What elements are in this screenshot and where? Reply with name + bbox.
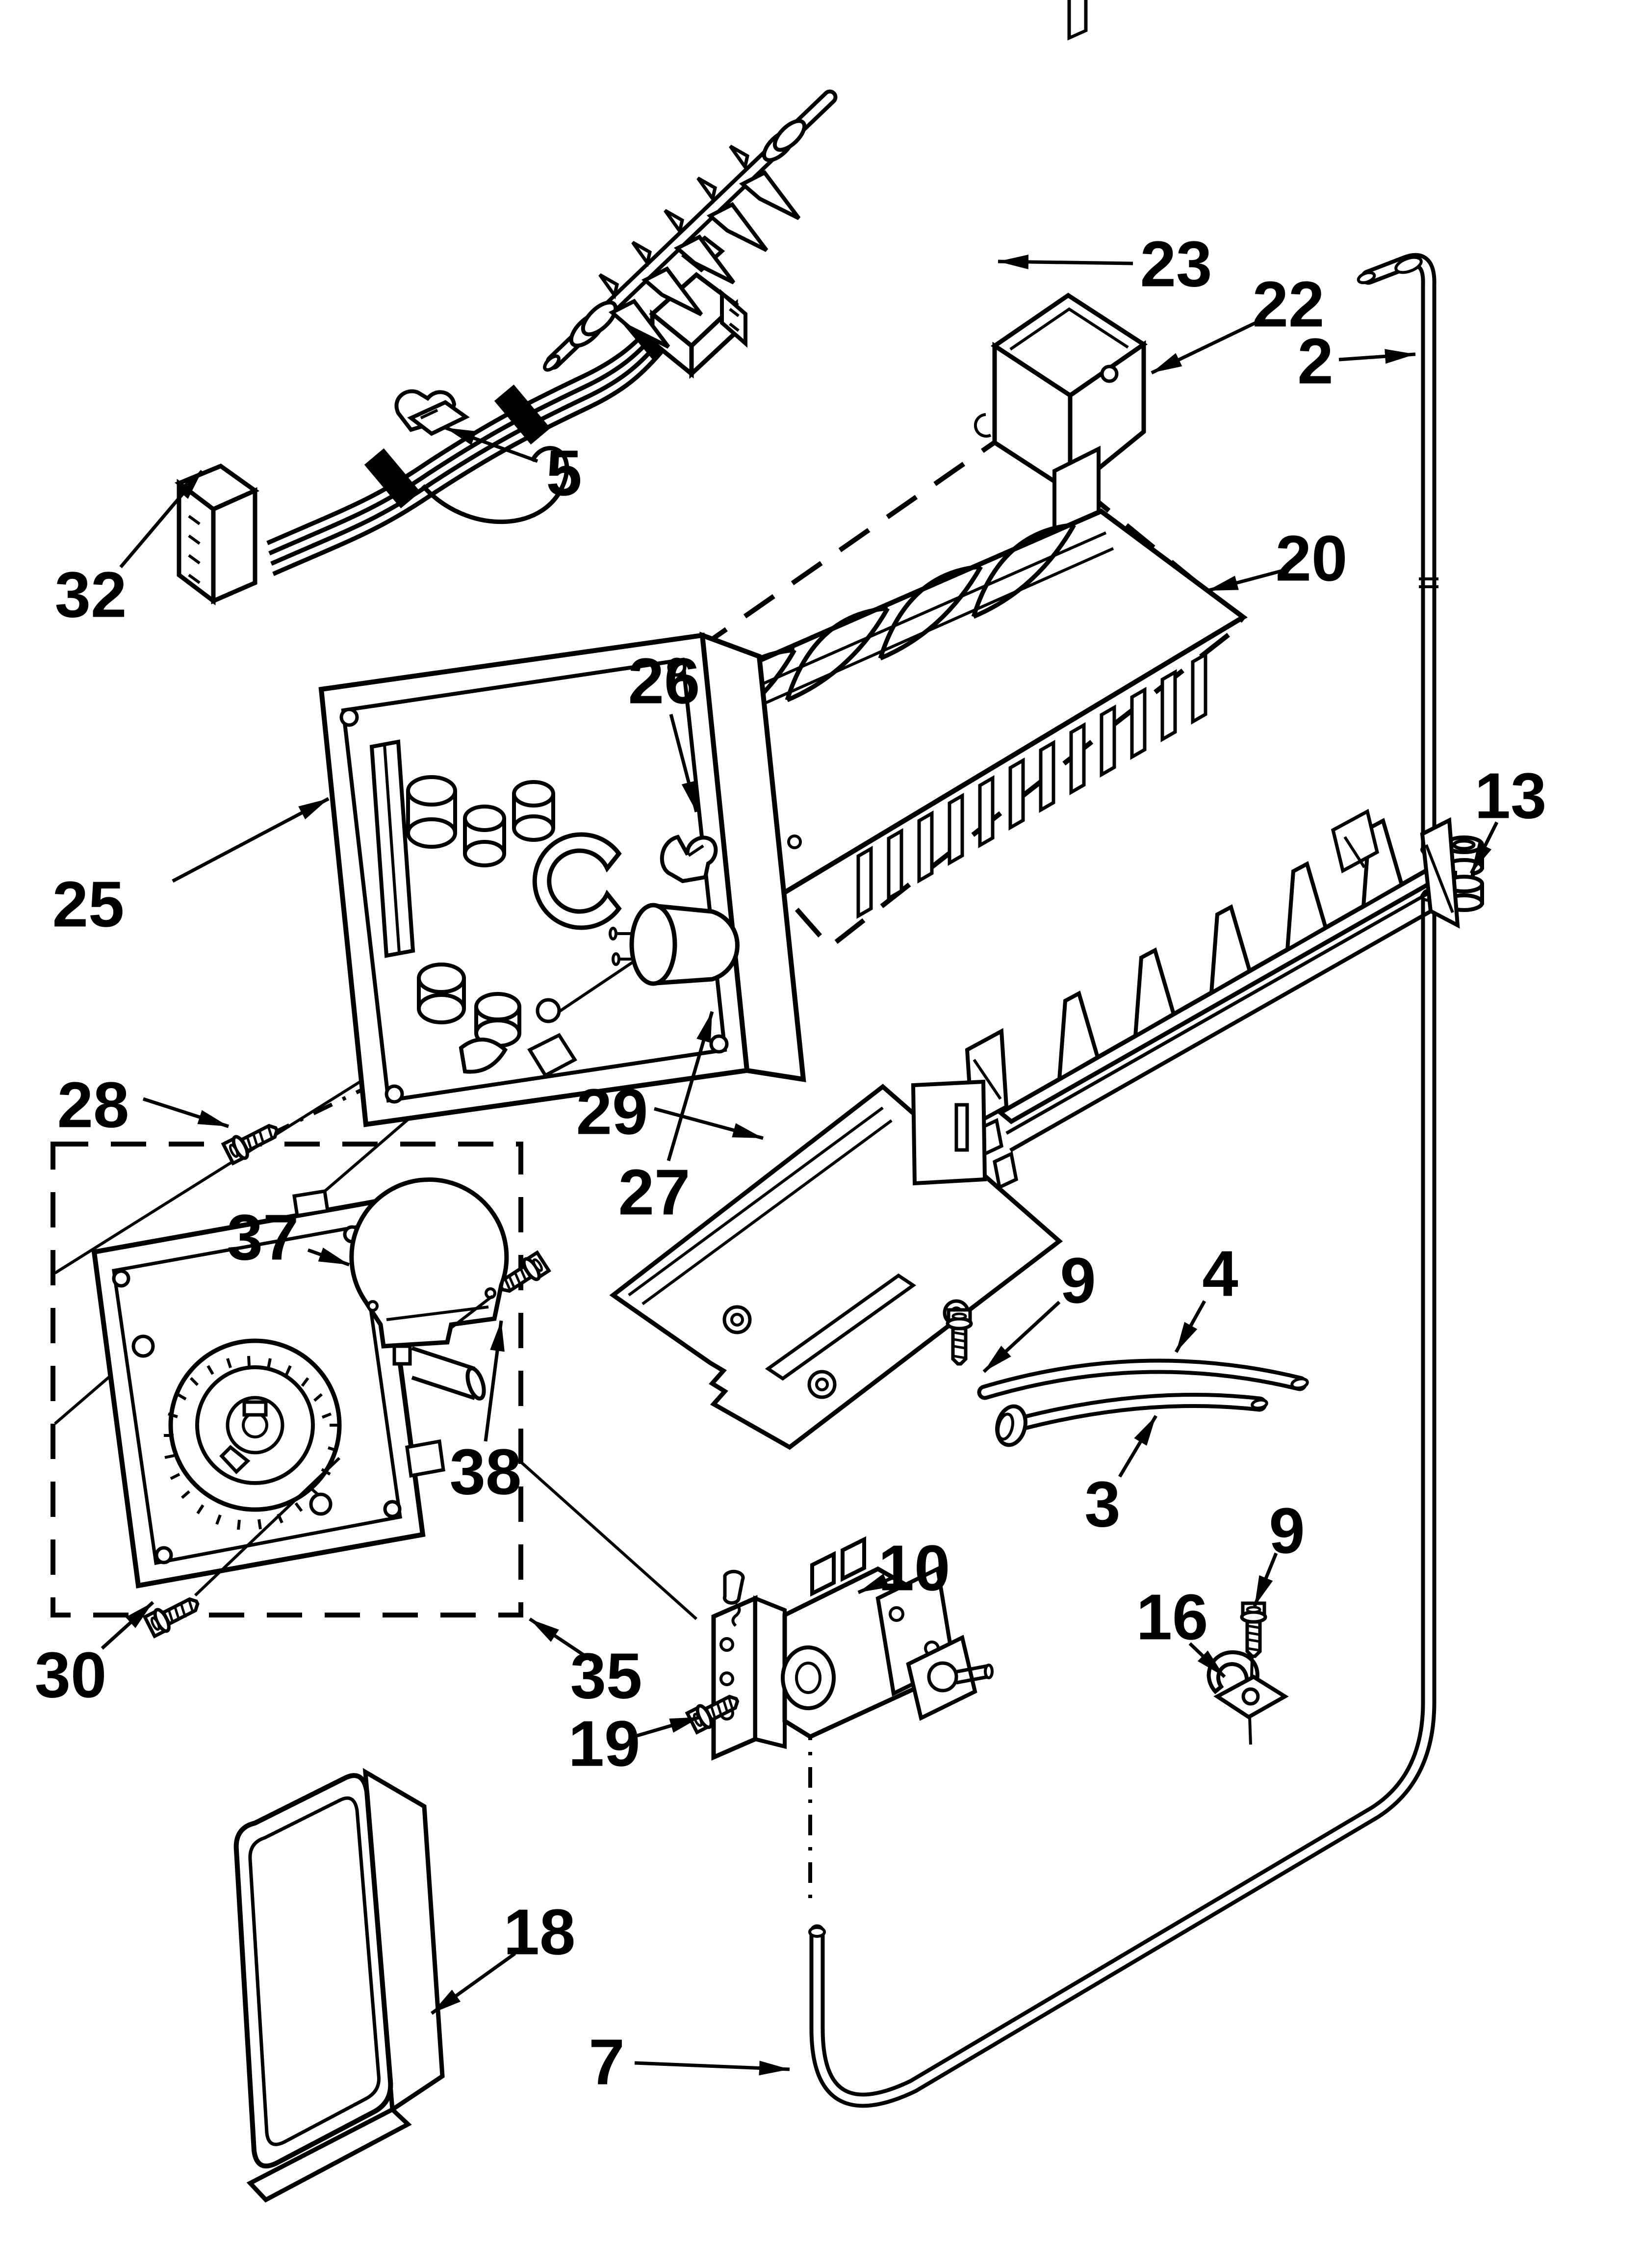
part-number-7: 7 (589, 2026, 624, 2098)
part-number-10: 10 (878, 1532, 950, 1604)
part-number-35: 35 (570, 1640, 642, 1712)
part-number-19: 19 (568, 1708, 641, 1780)
callout-7: 7 (589, 2026, 790, 2098)
callout-26: 26 (628, 645, 700, 812)
callout-arrow-4 (1174, 1300, 1206, 1353)
part-number-9b: 9 (1269, 1495, 1305, 1567)
part-number-38: 38 (450, 1436, 522, 1508)
ejector-auger-23 (543, 89, 838, 372)
icemaker-module-25 (318, 631, 806, 1127)
callout-arrow-5 (444, 426, 539, 463)
part-number-3: 3 (1084, 1468, 1120, 1540)
callout-arrow-29 (654, 1107, 764, 1140)
part-number-23: 23 (1140, 228, 1212, 300)
callout-18: 18 (430, 1896, 576, 2015)
callout-9a: 9 (982, 1245, 1096, 1373)
callout-4: 4 (1174, 1238, 1238, 1353)
callout-arrow-10 (857, 1573, 894, 1594)
part-number-26: 26 (628, 645, 700, 717)
callout-arrow-22 (1151, 321, 1257, 375)
drain-tube-3 (995, 1393, 1268, 1447)
part-number-2: 2 (1297, 325, 1333, 397)
part-number-30: 30 (35, 1639, 107, 1711)
callout-arrow-9a (982, 1301, 1061, 1373)
callout-arrow-28 (142, 1097, 230, 1128)
module-motor-27 (558, 903, 740, 1013)
callout-13: 13 (1469, 760, 1547, 874)
callout-29: 29 (576, 1076, 764, 1148)
part-number-25: 25 (52, 868, 125, 940)
gearbox-plate-35 (91, 1189, 486, 1597)
callout-27: 27 (618, 1011, 714, 1228)
part-number-16: 16 (1136, 1581, 1208, 1653)
callout-arrow-32 (119, 469, 204, 569)
ice-stripper-24 (965, 808, 1460, 1190)
callout-37: 37 (227, 1201, 350, 1274)
screw-9a (946, 1308, 973, 1366)
callout-arrow-7 (634, 2060, 790, 2076)
harness-clip-5 (394, 389, 470, 436)
ice-chute-22 (974, 0, 1148, 543)
thermostat-clip-26 (660, 834, 718, 884)
callout-38: 38 (450, 1320, 522, 1508)
callout-arrow-19 (633, 1715, 701, 1739)
part-number-32: 32 (55, 559, 127, 631)
water-fill-tube-2 (1357, 253, 1438, 858)
callout-2: 2 (1297, 325, 1416, 397)
part-number-9a: 9 (1060, 1245, 1096, 1317)
callout-9b: 9 (1253, 1495, 1305, 1607)
callout-5: 5 (444, 426, 582, 509)
screw-38 (499, 1250, 551, 1293)
callout-arrow-13 (1469, 821, 1499, 874)
callout-20: 20 (1207, 522, 1347, 595)
callout-arrow-35 (529, 1617, 592, 1662)
callout-arrow-3 (1118, 1415, 1158, 1478)
callout-arrow-38 (484, 1320, 505, 1442)
callout-30: 30 (35, 1601, 154, 1711)
callout-arrow-2 (1338, 349, 1416, 364)
callout-arrow-25 (172, 797, 330, 883)
part-number-13: 13 (1475, 760, 1547, 832)
callout-arrow-37 (307, 1248, 350, 1267)
part-number-20: 20 (1276, 522, 1348, 595)
part-number-29: 29 (576, 1076, 648, 1148)
callout-arrow-30 (101, 1601, 154, 1650)
callout-35: 35 (529, 1617, 642, 1712)
callout-16: 16 (1136, 1581, 1226, 1678)
callout-arrow-18 (430, 1952, 516, 2015)
callout-23: 23 (998, 228, 1212, 300)
kit-cover-18 (233, 1768, 445, 2203)
part-number-4: 4 (1202, 1238, 1238, 1310)
callout-3: 3 (1084, 1415, 1158, 1540)
callout-10: 10 (857, 1532, 950, 1604)
callout-28: 28 (57, 1069, 230, 1141)
shutoff-arm-plate-29 (609, 1079, 1063, 1450)
part-number-37: 37 (227, 1201, 299, 1274)
callout-arrow-27 (667, 1011, 714, 1161)
part-number-18: 18 (504, 1896, 576, 1968)
callout-arrow-26 (669, 714, 698, 812)
part-number-22: 22 (1253, 268, 1325, 340)
callout-19: 19 (568, 1708, 701, 1780)
callouts: 32 5 23 222 20 13 26 25 28 27 37 38 29 9 4 3 30 35 10 19 16 9… (35, 228, 1547, 2098)
part-number-27: 27 (618, 1156, 691, 1228)
callout-22: 22 (1151, 268, 1325, 375)
callout-25: 25 (52, 797, 330, 940)
screw-28 (221, 1123, 279, 1166)
screw-9b (1240, 1601, 1267, 1658)
part-number-28: 28 (57, 1069, 129, 1141)
part-number-5: 5 (546, 437, 582, 509)
callout-arrow-16 (1188, 1642, 1226, 1678)
gear-motor-37 (349, 1177, 509, 1366)
fill-tube-4 (977, 1358, 1309, 1400)
callout-arrow-9b (1253, 1552, 1278, 1607)
callout-32: 32 (55, 469, 204, 631)
callout-arrow-23 (998, 254, 1133, 269)
callout-arrow-20 (1207, 569, 1282, 593)
